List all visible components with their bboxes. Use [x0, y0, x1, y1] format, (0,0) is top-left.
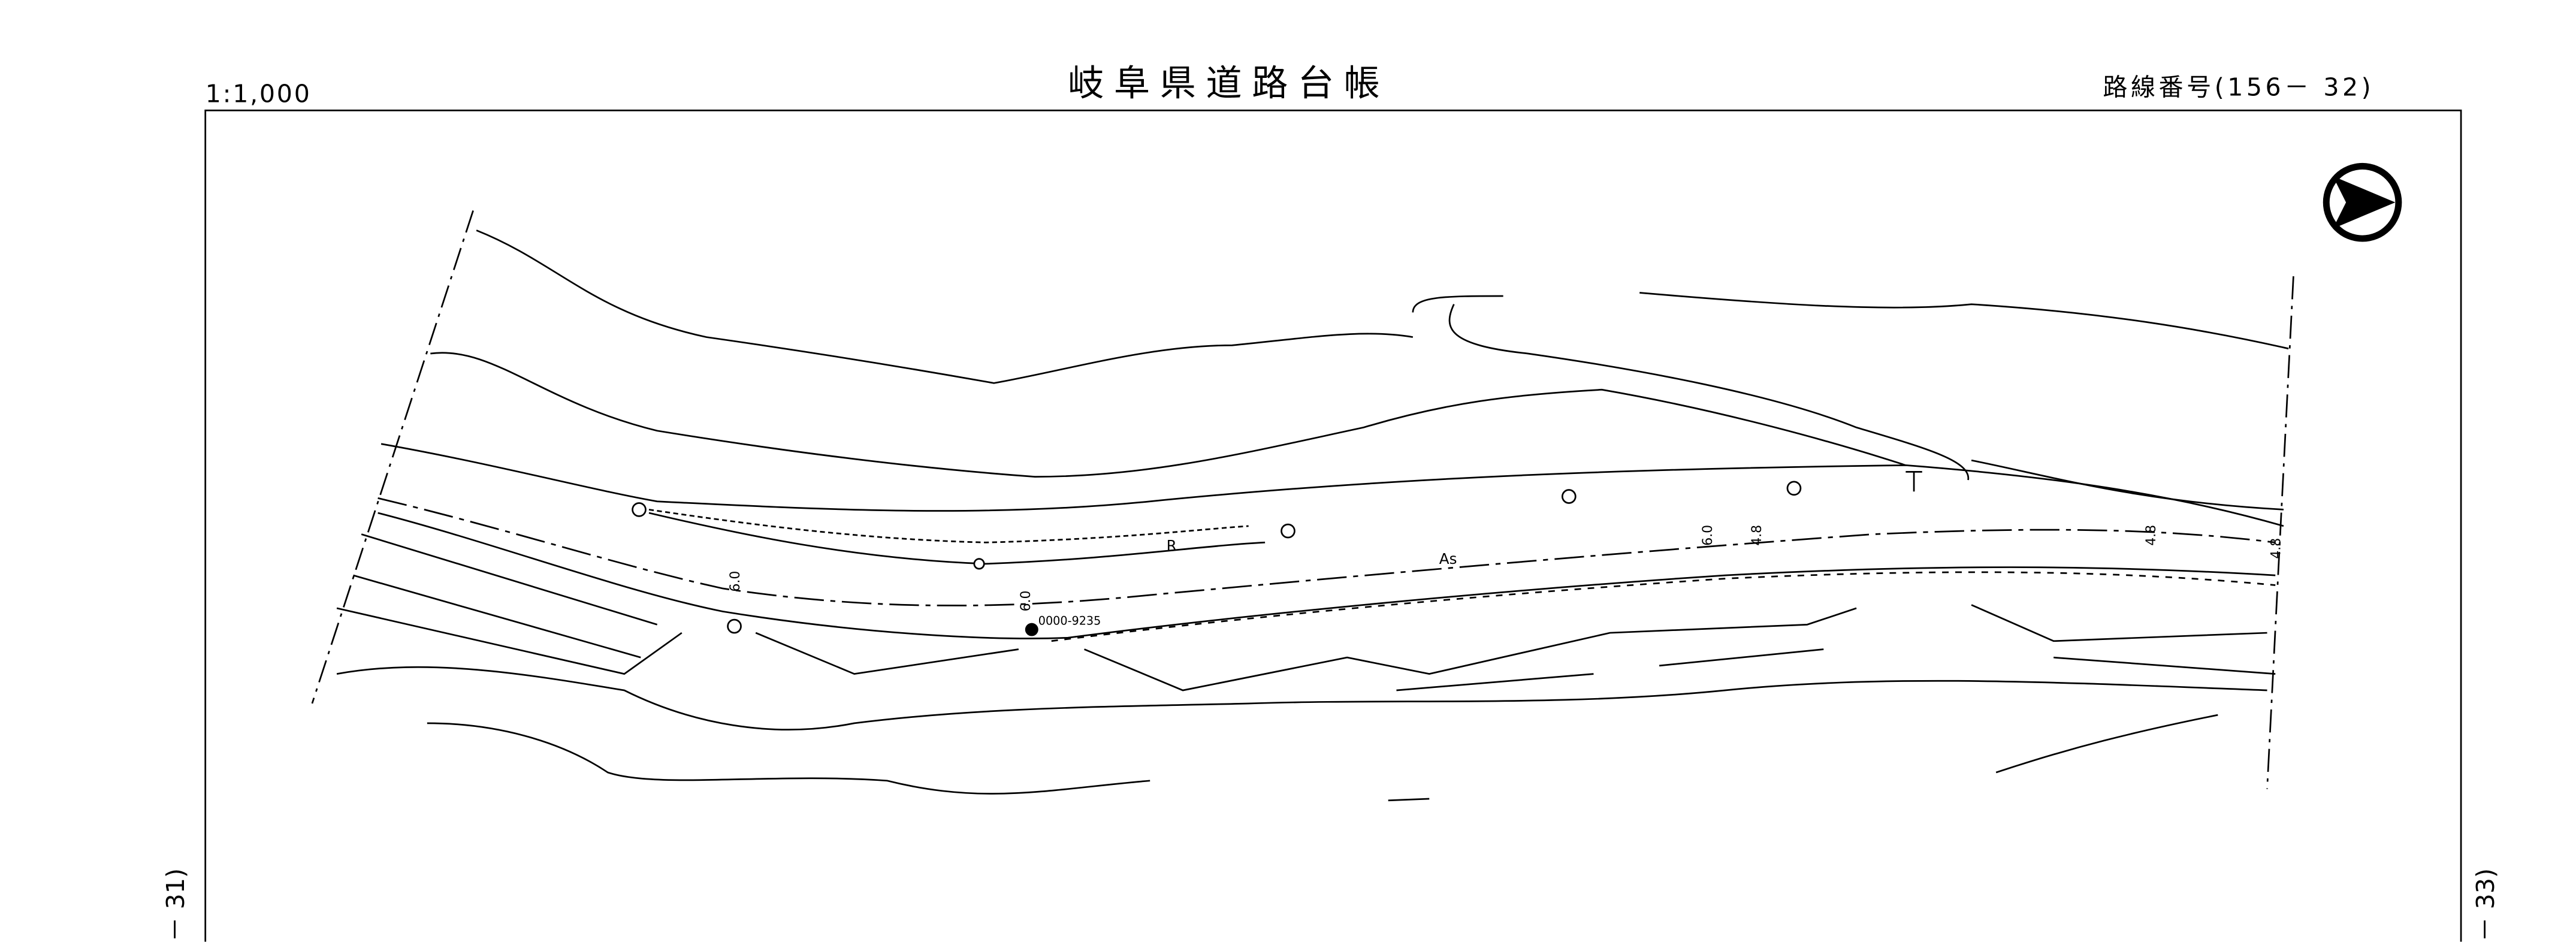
retaining-wall-label: R — [1167, 537, 1177, 554]
scale-label: 1:1,000 — [206, 79, 312, 108]
width-label: 4.8 — [1750, 525, 1765, 546]
match-line-left — [311, 210, 474, 704]
benchmark-label: 0000-9235 — [1038, 614, 1101, 627]
map-frame — [204, 109, 2462, 942]
map-symbols — [632, 471, 1922, 636]
width-label: 6.0 — [1701, 525, 1716, 546]
width-label: 6.0 — [728, 571, 743, 592]
page-title: 岐阜県道路台帳 — [1068, 63, 1390, 105]
adjacent-sheet-right: － 33) — [2471, 868, 2500, 942]
north-arrow-icon — [2323, 162, 2402, 242]
slope-hatching — [336, 533, 2276, 692]
road-surface-label: As — [1439, 550, 1457, 567]
road-centerline — [378, 497, 2276, 606]
width-label: 4.8 — [2269, 538, 2284, 559]
retaining-wall — [648, 512, 1266, 565]
route-number: 路線番号(156－ 32) — [2103, 73, 2374, 102]
width-label: 4.8 — [2144, 525, 2159, 546]
terrain-contours — [336, 230, 2289, 802]
benchmark-marker — [1025, 623, 1038, 636]
match-line-right — [2266, 276, 2294, 789]
adjacent-sheet-left: － 31) — [161, 868, 190, 942]
width-label: 6.0 — [1019, 591, 1034, 612]
road-edges — [378, 443, 2284, 642]
